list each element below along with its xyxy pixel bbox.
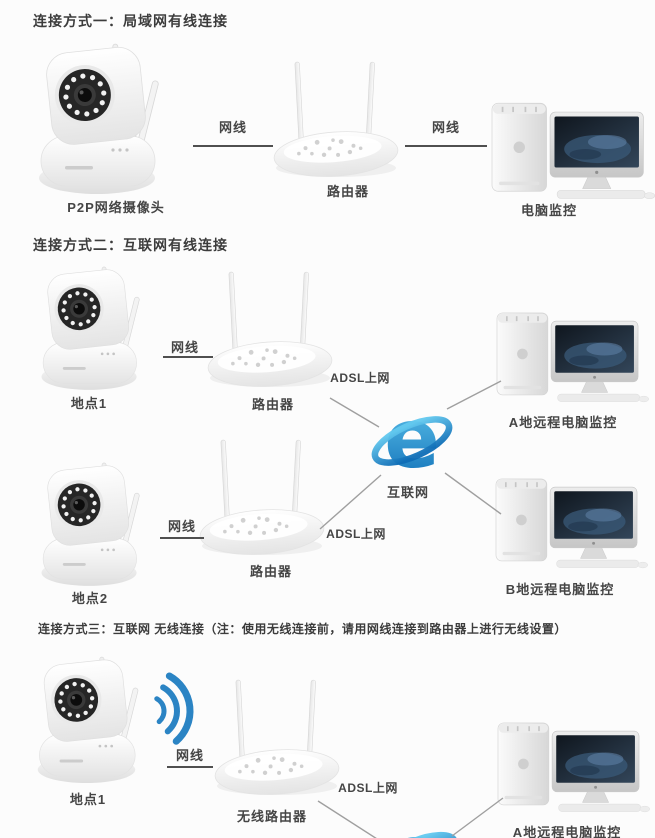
ip-camera-site1-illustration	[41, 267, 139, 390]
section1-heading: 连接方式一：局域网有线连接	[33, 13, 228, 29]
cable1a-label: 网线	[218, 120, 248, 135]
computer-a-illustration	[496, 312, 650, 403]
adsl2-label: ADSL上网	[326, 527, 386, 541]
camera1-label: P2P网络摄像头	[67, 200, 165, 215]
computer1-label: 电脑监控	[520, 203, 578, 218]
computer-b-label: B地远程电脑监控	[505, 582, 615, 597]
adsl3-label: ADSL上网	[338, 781, 398, 795]
cable1b-label: 网线	[431, 120, 461, 135]
router2b-label: 路由器	[249, 564, 293, 579]
connector-internet-computer-a	[446, 380, 502, 410]
cable2a-label: 网线	[170, 340, 200, 355]
section2-heading: 连接方式二：互联网有线连接	[33, 237, 228, 253]
wireless-router-label: 无线路由器	[236, 809, 308, 824]
router-site2-illustration	[198, 439, 326, 559]
adsl1-label: ADSL上网	[330, 371, 390, 385]
site1-wireless-label: 地点1	[69, 792, 107, 807]
router2a-label: 路由器	[251, 397, 295, 412]
ip-camera-wireless-illustration	[38, 657, 139, 783]
ip-camera-site2-illustration	[41, 463, 139, 586]
cable2b-label: 网线	[167, 519, 197, 534]
internet-explorer-icon	[369, 392, 455, 487]
wireless-router-illustration	[213, 679, 341, 799]
cable3-label: 网线	[175, 748, 205, 763]
computer-a3-illustration	[497, 722, 651, 813]
connector-internet-computer-a3	[451, 797, 504, 837]
connector-router3-internet	[317, 800, 377, 838]
computer-b-illustration	[495, 478, 649, 569]
site2-label: 地点2	[71, 591, 109, 606]
connector-router1-internet	[329, 397, 380, 428]
section3-heading: 连接方式三：互联网 无线连接（注：使用无线连接前，请用网线连接到路由器上进行无线…	[38, 622, 567, 636]
computer-1-illustration	[491, 102, 655, 200]
router1-label: 路由器	[326, 184, 370, 199]
router-site1-illustration	[206, 271, 334, 391]
computer-a3-label: A地远程电脑监控	[512, 825, 622, 838]
ip-camera-1-illustration	[39, 44, 159, 194]
connector-router2-internet	[319, 474, 382, 530]
router-1-illustration	[272, 61, 400, 181]
site1-label: 地点1	[70, 396, 108, 411]
wifi-signal-icon	[155, 674, 194, 743]
computer-a-label: A地远程电脑监控	[508, 415, 618, 430]
connector-internet-computer-b	[444, 472, 502, 515]
internet-label: 互联网	[386, 485, 430, 500]
internet-explorer-icon-bottom	[371, 806, 461, 838]
